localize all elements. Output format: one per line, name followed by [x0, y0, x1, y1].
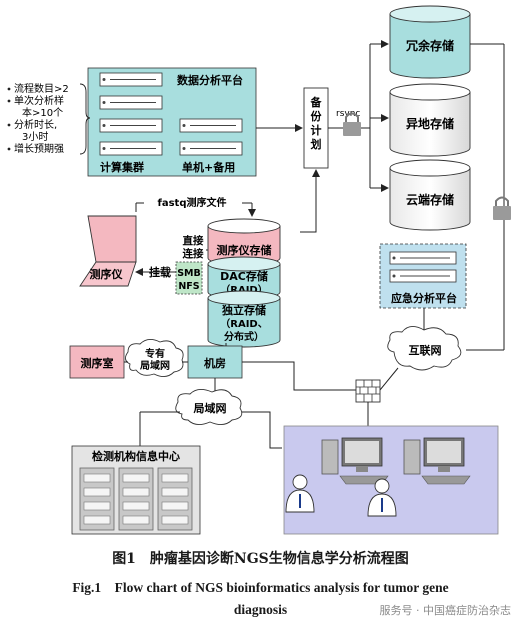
svg-text:测序室: 测序室 — [81, 356, 114, 370]
note-4: 分析时长, — [14, 118, 57, 131]
watermark: 服务号 · 中国癌症防治杂志 — [379, 604, 512, 617]
firewall-icon — [355, 379, 381, 403]
lock-icon — [493, 196, 511, 220]
svg-text:分布式）: 分布式） — [224, 330, 264, 343]
caption-en: Fig.1 Flow chart of NGS bioinformatics a… — [0, 577, 521, 621]
note-5: 3小时 — [22, 131, 48, 143]
caption-en-line1: Fig.1 Flow chart of NGS bioinformatics a… — [72, 580, 449, 595]
svg-text:机房: 机房 — [204, 356, 226, 370]
svg-text:互联网: 互联网 — [409, 343, 442, 357]
svg-text:直接: 直接 — [183, 234, 204, 247]
sequencer-label: 测序仪 — [90, 267, 124, 281]
central-storage: 测序仪存储 DAC存储 （RAID） 独立存储 （RAID、 分布式） — [207, 218, 281, 348]
offsite-storage: 异地存储 — [389, 83, 471, 157]
svg-text:（RAID、: （RAID、 — [220, 317, 267, 330]
computer-icon — [403, 437, 471, 485]
svg-text:专有: 专有 — [145, 347, 165, 360]
cloud-storage: 云端存储 — [389, 159, 471, 231]
emergency-platform: 应急分析平台 — [379, 243, 467, 309]
svg-text:异地存储: 异地存储 — [406, 116, 454, 131]
svg-text:应急分析平台: 应急分析平台 — [391, 291, 457, 305]
computer-icon — [321, 437, 389, 485]
analysis-platform: 数据分析平台 计算集群 单机+备用 — [87, 67, 257, 177]
platform-notes: 流程数目>2 单次分析样 本>10个 分析时长, 3小时 增长预期强 — [7, 82, 91, 155]
single-servers — [179, 118, 243, 156]
seq-storage-label: 测序仪存储 — [217, 243, 272, 257]
lab-box: 测序室 — [69, 345, 125, 379]
cluster-servers — [99, 72, 163, 156]
cluster-label: 计算集群 — [100, 160, 144, 174]
sequencer: 测序仪 — [79, 215, 137, 287]
user-icon — [285, 474, 315, 513]
note-6: 增长预期强 — [14, 142, 64, 155]
lan-cloud: 局域网 — [175, 389, 243, 425]
svg-text:DAC存储: DAC存储 — [220, 269, 268, 283]
svg-text:冗余存储: 冗余存储 — [406, 38, 454, 53]
dedicated-lan-cloud: 专有 局域网 — [125, 339, 184, 377]
svg-text:备: 备 — [310, 95, 323, 109]
note-3: 本>10个 — [22, 106, 63, 119]
internet-cloud: 互联网 — [387, 326, 462, 371]
svg-text:SMB: SMB — [177, 268, 201, 279]
note-2: 单次分析样 — [14, 94, 64, 107]
user-icon — [367, 478, 397, 517]
workstations — [283, 425, 499, 535]
fastq-label: fastq测序文件 — [158, 196, 227, 209]
svg-text:NFS: NFS — [178, 281, 199, 292]
note-1: 流程数目>2 — [14, 82, 69, 95]
lock-icon — [343, 112, 361, 136]
svg-text:划: 划 — [311, 137, 322, 151]
svg-text:独立存储: 独立存储 — [221, 303, 266, 317]
platform-title: 数据分析平台 — [177, 73, 243, 87]
svg-text:云端存储: 云端存储 — [406, 192, 454, 207]
svg-text:计: 计 — [311, 123, 322, 137]
redundant-storage: 冗余存储 — [389, 5, 471, 79]
svg-text:检测机构信息中心: 检测机构信息中心 — [92, 449, 180, 463]
caption-cn: 图1 肿瘤基因诊断NGS生物信息学分析流程图 — [112, 551, 409, 567]
single-label: 单机+备用 — [182, 160, 235, 174]
svg-text:局域网: 局域网 — [193, 401, 227, 415]
svg-text:连接: 连接 — [183, 247, 204, 260]
info-center: 检测机构信息中心 — [71, 445, 201, 535]
smb-nfs-box: SMB NFS — [175, 261, 203, 295]
machine-room-box: 机房 — [187, 345, 243, 379]
caption-en-line2: diagnosis — [233, 602, 288, 617]
svg-text:份: 份 — [311, 109, 323, 123]
svg-text:局域网: 局域网 — [139, 359, 170, 372]
